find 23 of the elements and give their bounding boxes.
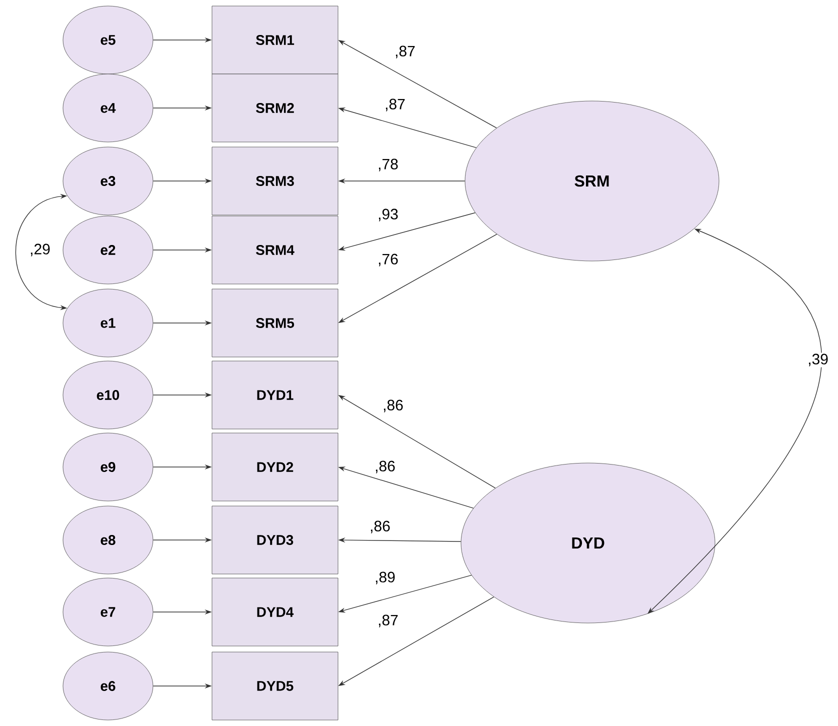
edge-label: ,93	[376, 208, 400, 222]
indicator-box: DYD5	[212, 652, 338, 720]
edge-label: ,86	[368, 520, 392, 534]
indicator-box: DYD2	[212, 432, 338, 502]
edge-label: ,86	[374, 460, 396, 474]
edge-label: ,86	[382, 398, 404, 414]
indicator-box: DYD4	[212, 578, 338, 646]
edge-label: ,87	[376, 614, 400, 628]
indicator-box: SRM2	[212, 74, 338, 142]
edge-label: ,78	[376, 158, 400, 172]
edge-label: ,87	[384, 98, 406, 112]
edge-label: ,39	[806, 352, 830, 368]
indicator-box: SRM1	[212, 6, 338, 74]
edge-label: ,89	[374, 570, 396, 586]
indicator-box: SRM5	[212, 288, 338, 358]
indicator-box: SRM3	[212, 146, 338, 216]
indicator-box: DYD1	[212, 360, 338, 430]
edge-label: ,29	[28, 242, 52, 258]
edge-label: ,76	[376, 252, 400, 268]
edge-label: ,87	[394, 44, 416, 60]
curved-arrow	[648, 228, 822, 614]
indicator-box: SRM4	[212, 216, 338, 284]
indicator-box: DYD3	[212, 506, 338, 574]
